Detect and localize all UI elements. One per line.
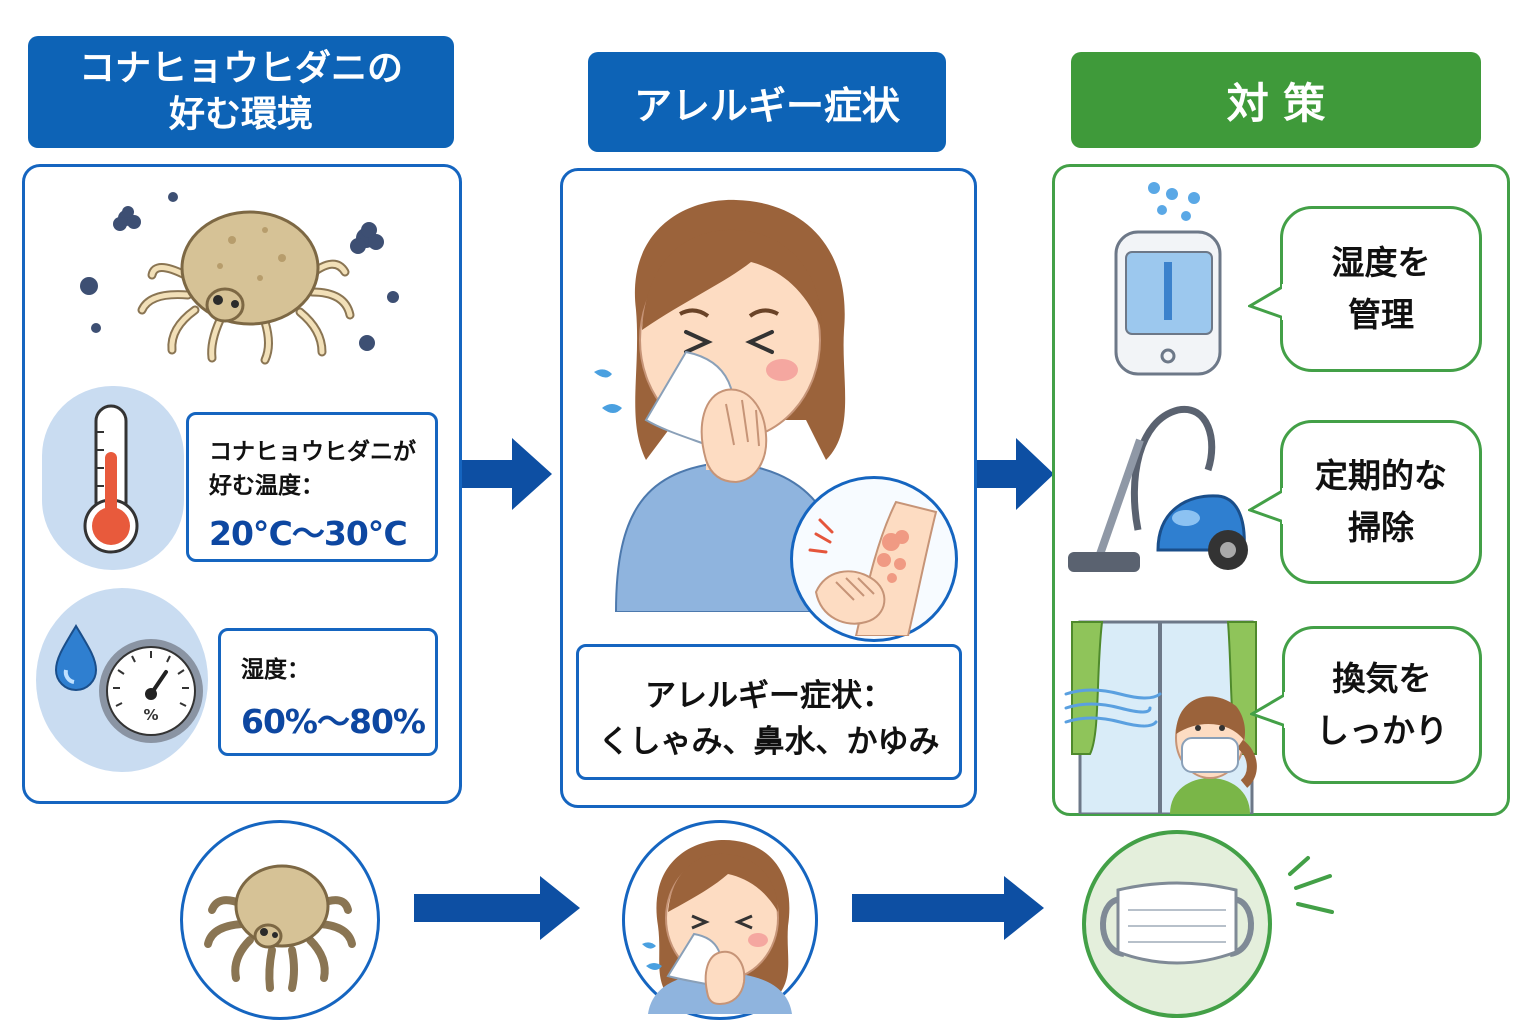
symptoms-caption-line1: アレルギー症状： (645, 678, 893, 714)
bubble-tail-ventilation (1250, 692, 1290, 728)
bubble-tail-cleaning (1248, 488, 1288, 524)
temperature-label-line1: コナヒョウヒダニが (209, 439, 416, 465)
dust-particles (80, 192, 399, 351)
humidity-label: 湿度： (241, 657, 310, 683)
measure-cleaning-line2: 掃除 (1348, 508, 1414, 547)
measure-ventilation-line2: しっかり (1316, 711, 1448, 750)
environment-header: コナヒョウヒダニの 好む環境 (28, 36, 454, 148)
face-mask-icon (1100, 881, 1254, 965)
symptoms-header-title: アレルギー症状 (633, 83, 900, 128)
symptoms-header: アレルギー症状 (588, 52, 946, 152)
measure-bubble-ventilation: 換気を しっかり (1282, 626, 1482, 784)
bubble-tail-humidity (1248, 284, 1288, 320)
temperature-value: 20℃〜30℃ (209, 514, 408, 553)
bottom-mite-circle (180, 820, 380, 1020)
bottom-sneeze-icon (642, 840, 792, 1014)
measure-bubble-cleaning: 定期的な 掃除 (1280, 420, 1482, 584)
dust-mite-illustration (80, 192, 399, 365)
measure-cleaning-line1: 定期的な (1315, 456, 1447, 495)
thermometer-icon (83, 404, 139, 554)
bottom-mite-icon (204, 864, 356, 992)
ventilation-window-icon (1064, 620, 1257, 814)
humidity-box: 湿度： 60%〜80% (218, 628, 438, 756)
gauge-percent-label: % (143, 706, 159, 724)
arrow-env-to-symptoms (462, 438, 552, 510)
itchy-arm-illustration (808, 500, 938, 636)
environment-header-line1: コナヒョウヒダニの (78, 48, 403, 89)
measure-humidity-line1: 湿度を (1331, 243, 1431, 282)
water-drop-icon (54, 624, 98, 691)
hygrometer-gauge-icon (99, 639, 203, 743)
environment-header-line2: 好む環境 (168, 94, 313, 135)
bottom-arrow-2 (852, 876, 1044, 940)
symptoms-caption-box: アレルギー症状： くしゃみ、鼻水、かゆみ (576, 644, 962, 780)
humidifier-icon (1114, 182, 1222, 376)
temperature-label-line2: 好む温度： (209, 473, 324, 499)
measures-header: 対 策 (1071, 52, 1481, 148)
vacuum-cleaner-icon (1068, 405, 1248, 572)
humidity-value: 60%〜80% (241, 702, 426, 741)
mask-sparkle-lines (1288, 856, 1334, 914)
measure-bubble-humidity: 湿度を 管理 (1280, 206, 1482, 372)
measure-ventilation-line1: 換気を (1332, 659, 1432, 698)
measure-humidity-line2: 管理 (1348, 295, 1414, 334)
temperature-box: コナヒョウヒダニが 好む温度： 20℃〜30℃ (186, 412, 438, 562)
bottom-arrow-1 (414, 876, 580, 940)
symptoms-caption-line2: くしゃみ、鼻水、かゆみ (598, 724, 940, 760)
measures-header-title: 対 策 (1226, 78, 1326, 128)
arrow-symptoms-to-measures (976, 438, 1054, 510)
sneezing-woman-illustration (594, 199, 850, 612)
